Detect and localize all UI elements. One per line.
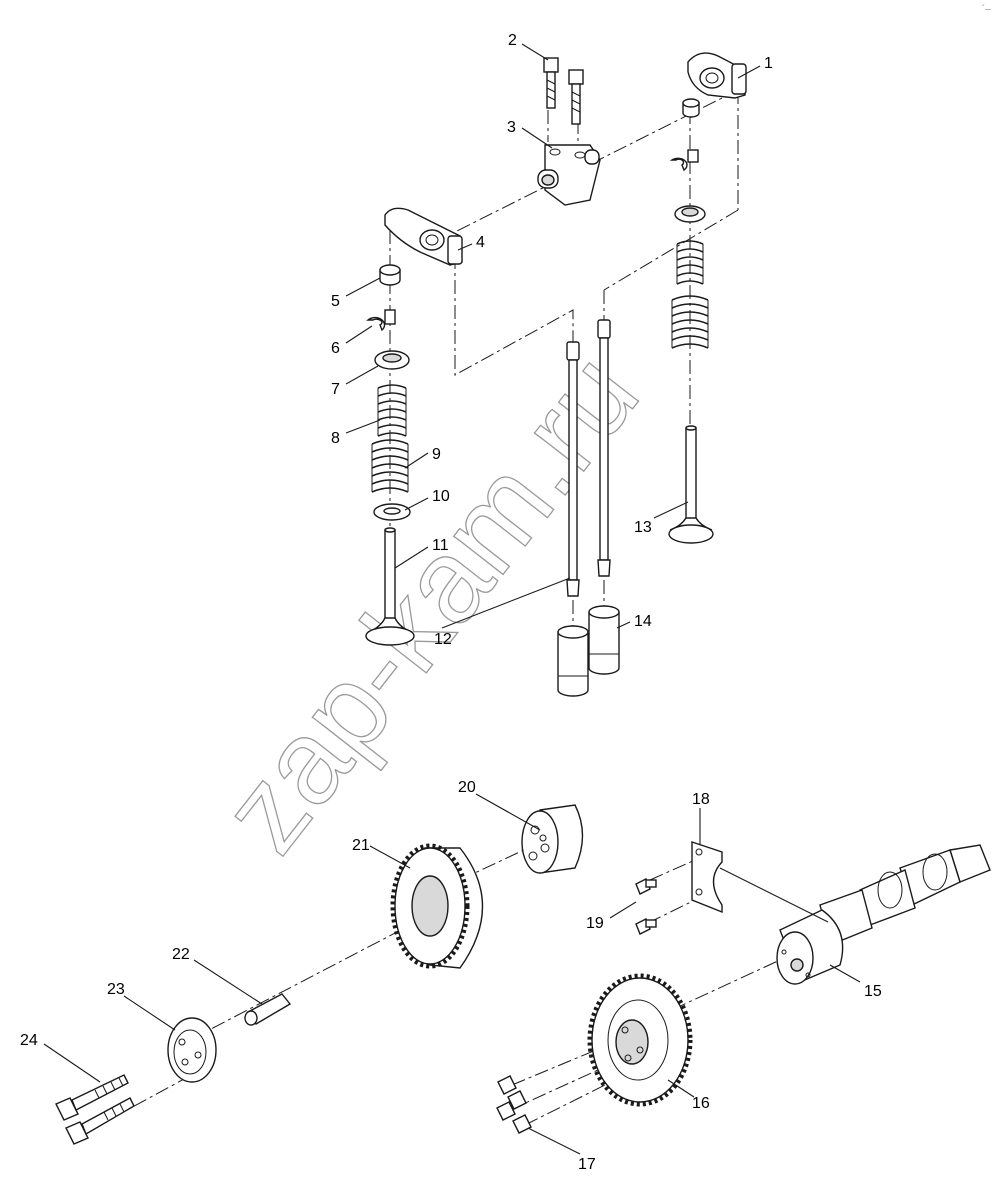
part-19-thrust-plate-bolts: [635, 878, 657, 935]
part-7-spring-retainer: [374, 350, 410, 370]
part-5-valve-cap: [379, 264, 401, 286]
part-6-valve-keepers: [366, 309, 396, 332]
callout-2: 2: [508, 32, 517, 49]
callout-14: 14: [634, 613, 652, 630]
part-14-tappets: [557, 605, 620, 697]
part-spring-retainer-right: [674, 205, 706, 223]
callout-22: 22: [172, 946, 190, 963]
callout-24: 24: [20, 1032, 38, 1049]
part-24-long-bolts: [55, 1074, 135, 1145]
callout-16: 16: [692, 1095, 710, 1112]
part-3-rocker-shaft-support: [537, 144, 601, 206]
callout-12: 12: [434, 631, 452, 648]
callout-11: 11: [432, 537, 449, 554]
part-22-idler-gear-shaft: [244, 993, 292, 1026]
part-20-idler-gear-hub: [521, 804, 584, 874]
callout-21: 21: [352, 837, 370, 854]
callout-23: 23: [107, 981, 125, 998]
callout-15: 15: [864, 983, 882, 1000]
callout-20: 20: [458, 779, 476, 796]
callout-numbers: 1 2 3 4 5 6 7 8 9 10 11 12 13 14 15 16 1…: [20, 32, 882, 1173]
callout-1: 1: [764, 55, 773, 72]
part-valve-cap-right: [682, 98, 700, 118]
watermark: zap-kam.ru: [196, 330, 663, 876]
callout-19: 19: [586, 915, 604, 932]
part-13-valve-right: [668, 425, 714, 544]
callout-6: 6: [331, 340, 340, 357]
callout-3: 3: [507, 119, 516, 136]
part-16-camshaft-gear: [587, 973, 693, 1107]
part-valve-keepers-right: [669, 149, 699, 172]
part-4-rocker-arm-left: [384, 207, 463, 266]
part-10-spring-seat-washer: [373, 503, 411, 521]
part-8-inner-valve-spring: [377, 384, 407, 437]
callout-10: 10: [432, 488, 450, 505]
part-18-thrust-plate: [691, 841, 723, 914]
part-12-pushrods: [566, 319, 611, 597]
callout-18: 18: [692, 791, 710, 808]
callout-5: 5: [331, 293, 340, 310]
part-9-outer-valve-spring: [371, 439, 409, 493]
part-2-bolts: [543, 57, 584, 125]
part-1-rocker-arm-right: [687, 52, 747, 99]
leader-lines: [43, 43, 861, 1155]
callout-4: 4: [476, 234, 485, 251]
part-valve-springs-right: [671, 240, 709, 349]
part-15-camshaft: [776, 844, 991, 985]
corner-mark: ´–: [982, 3, 991, 15]
callout-13: 13: [634, 519, 652, 536]
callout-7: 7: [331, 381, 340, 398]
part-21-idler-gear: [390, 843, 484, 969]
part-11-valve-left: [365, 527, 415, 646]
callout-9: 9: [432, 446, 441, 463]
part-23-shaft-flange: [167, 1017, 217, 1083]
callout-17: 17: [578, 1156, 596, 1173]
part-17-gear-bolts: [496, 1075, 532, 1134]
callout-8: 8: [331, 430, 340, 447]
